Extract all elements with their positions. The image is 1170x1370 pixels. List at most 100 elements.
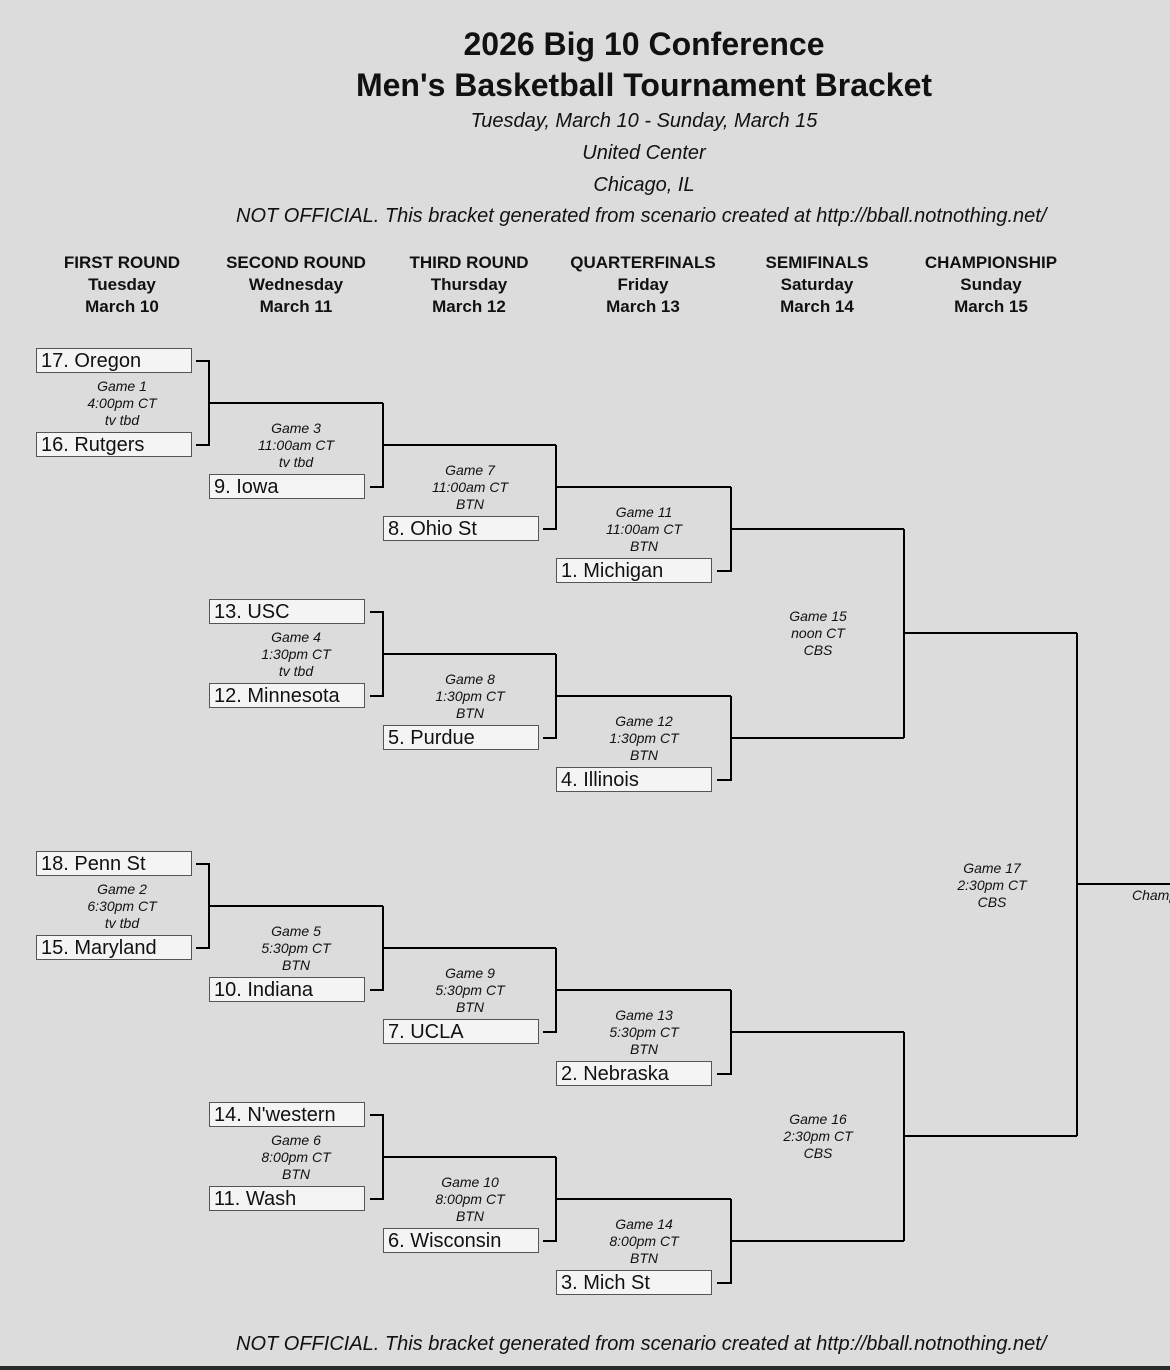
- game-tv: BTN: [282, 1166, 310, 1182]
- game-6-info: Game 6 8:00pm CT BTN: [226, 1132, 366, 1183]
- round-name: CHAMPIONSHIP: [924, 253, 1058, 272]
- round-header-second: SECOND ROUND Wednesday March 11: [211, 252, 381, 318]
- game-time: 1:30pm CT: [609, 730, 679, 746]
- game-name: Game 2: [97, 881, 147, 897]
- game-5-info: Game 5 5:30pm CT BTN: [226, 923, 366, 974]
- game-name: Game 13: [615, 1007, 673, 1023]
- game-name: Game 11: [615, 504, 673, 520]
- game-tv: tv tbd: [278, 454, 314, 470]
- game-tv: BTN: [630, 1041, 658, 1057]
- round-name: QUARTERFINALS: [570, 253, 716, 272]
- game-tv: BTN: [282, 957, 310, 973]
- round-date: March 13: [606, 297, 680, 316]
- team-maryland: 15. Maryland: [36, 935, 192, 960]
- game-name: Game 1: [97, 378, 147, 394]
- round-name: SEMIFINALS: [765, 253, 869, 272]
- team-nebraska: 2. Nebraska: [556, 1061, 712, 1086]
- team-nwestern: 14. N'western: [209, 1102, 365, 1127]
- game-11-info: Game 11 11:00am CT BTN: [574, 504, 714, 555]
- round-day: Wednesday: [248, 275, 344, 294]
- game-time: 1:30pm CT: [435, 688, 505, 704]
- team-michigan: 1. Michigan: [556, 558, 712, 583]
- game-10-info: Game 10 8:00pm CT BTN: [400, 1174, 540, 1225]
- game-name: Game 16: [789, 1111, 847, 1127]
- round-date: March 11: [259, 297, 333, 316]
- round-name: FIRST ROUND: [63, 253, 181, 272]
- game-tv: BTN: [456, 1208, 484, 1224]
- tournament-dates: Tuesday, March 10 - Sunday, March 15: [470, 110, 818, 132]
- game-time: 2:30pm CT: [783, 1128, 853, 1144]
- title-line-1: 2026 Big 10 Conference: [463, 26, 825, 62]
- venue: United Center: [582, 142, 706, 164]
- game-tv: BTN: [630, 1250, 658, 1266]
- game-time: 2:30pm CT: [957, 877, 1027, 893]
- round-day: Tuesday: [88, 275, 156, 294]
- team-wisconsin: 6. Wisconsin: [383, 1228, 539, 1253]
- game-tv: BTN: [630, 538, 658, 554]
- notice-bottom: NOT OFFICIAL. This bracket generated fro…: [236, 1333, 1047, 1355]
- team-ohio-st: 8. Ohio St: [383, 516, 539, 541]
- team-penn-st: 18. Penn St: [36, 851, 192, 876]
- game-2-info: Game 2 6:30pm CT tv tbd: [52, 881, 192, 932]
- game-12-info: Game 12 1:30pm CT BTN: [574, 713, 714, 764]
- round-date: March 15: [954, 297, 1028, 316]
- team-wash: 11. Wash: [209, 1186, 365, 1211]
- game-name: Game 4: [271, 629, 321, 645]
- bottom-edge-bar: [0, 1366, 1170, 1370]
- game-tv: CBS: [803, 1145, 833, 1161]
- game-17-info: Game 17 2:30pm CT CBS: [922, 860, 1062, 911]
- title-line-2: Men's Basketball Tournament Bracket: [355, 67, 933, 103]
- game-name: Game 14: [615, 1216, 673, 1232]
- round-date: March 10: [85, 297, 159, 316]
- game-time: 11:00am CT: [606, 521, 682, 537]
- game-name: Game 12: [615, 713, 673, 729]
- game-tv: BTN: [630, 747, 658, 763]
- game-time: 6:30pm CT: [87, 898, 157, 914]
- round-day: Sunday: [960, 275, 1022, 294]
- team-illinois: 4. Illinois: [556, 767, 712, 792]
- game-tv: tv tbd: [104, 915, 140, 931]
- team-ucla: 7. UCLA: [383, 1019, 539, 1044]
- game-name: Game 6: [271, 1132, 321, 1148]
- game-name: Game 7: [445, 462, 495, 478]
- game-time: 11:00am CT: [258, 437, 334, 453]
- game-tv: tv tbd: [278, 663, 314, 679]
- game-tv: BTN: [456, 999, 484, 1015]
- game-tv: CBS: [977, 894, 1007, 910]
- game-name: Game 15: [789, 608, 847, 624]
- game-14-info: Game 14 8:00pm CT BTN: [574, 1216, 714, 1267]
- round-header-semifinals: SEMIFINALS Saturday March 14: [732, 252, 902, 318]
- game-name: Game 9: [445, 965, 495, 981]
- round-name: SECOND ROUND: [226, 253, 366, 272]
- game-name: Game 17: [963, 860, 1021, 876]
- game-time: 8:00pm CT: [435, 1191, 505, 1207]
- round-date: March 14: [780, 297, 854, 316]
- round-name: THIRD ROUND: [409, 253, 529, 272]
- round-day: Saturday: [780, 275, 854, 294]
- game-name: Game 8: [445, 671, 495, 687]
- round-header-quarterfinals: QUARTERFINALS Friday March 13: [558, 252, 728, 318]
- notice-top: NOT OFFICIAL. This bracket generated fro…: [236, 205, 1047, 227]
- game-4-info: Game 4 1:30pm CT tv tbd: [226, 629, 366, 680]
- game-time: 5:30pm CT: [435, 982, 505, 998]
- team-oregon: 17. Oregon: [36, 348, 192, 373]
- team-purdue: 5. Purdue: [383, 725, 539, 750]
- game-name: Game 10: [441, 1174, 499, 1190]
- round-header-first: FIRST ROUND Tuesday March 10: [37, 252, 207, 318]
- round-day: Friday: [617, 275, 669, 294]
- game-name: Game 5: [271, 923, 321, 939]
- team-indiana: 10. Indiana: [209, 977, 365, 1002]
- game-16-info: Game 16 2:30pm CT CBS: [748, 1111, 888, 1162]
- team-rutgers: 16. Rutgers: [36, 432, 192, 457]
- game-time: 8:00pm CT: [609, 1233, 679, 1249]
- game-13-info: Game 13 5:30pm CT BTN: [574, 1007, 714, 1058]
- game-3-info: Game 3 11:00am CT tv tbd: [226, 420, 366, 471]
- game-7-info: Game 7 11:00am CT BTN: [400, 462, 540, 513]
- team-minnesota: 12. Minnesota: [209, 683, 365, 708]
- game-8-info: Game 8 1:30pm CT BTN: [400, 671, 540, 722]
- game-time: 5:30pm CT: [261, 940, 331, 956]
- game-1-info: Game 1 4:00pm CT tv tbd: [52, 378, 192, 429]
- game-tv: BTN: [456, 496, 484, 512]
- team-mich-st: 3. Mich St: [556, 1270, 712, 1295]
- team-usc: 13. USC: [209, 599, 365, 624]
